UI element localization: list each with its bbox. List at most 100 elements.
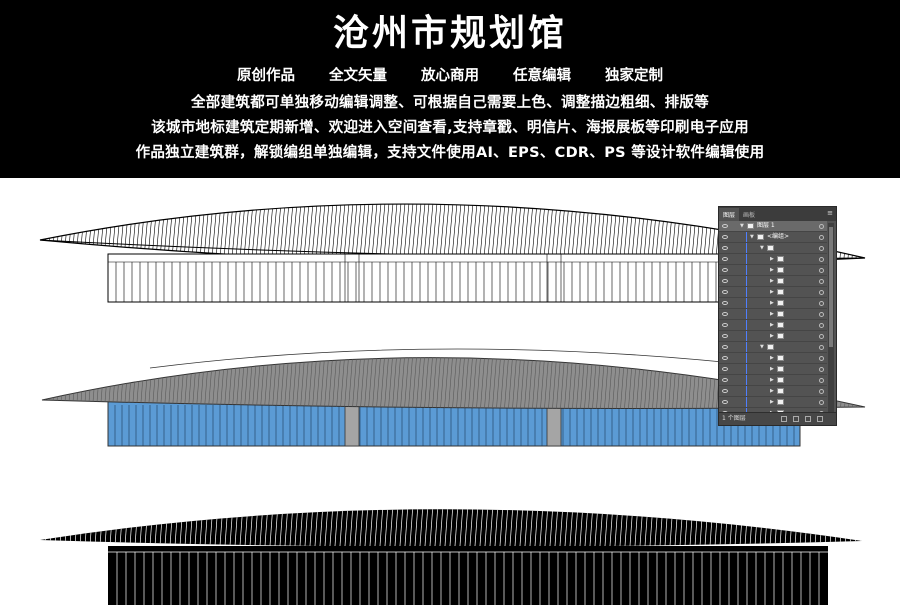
layer-row[interactable]: ▼ — [719, 243, 827, 254]
building-drawings — [18, 178, 880, 605]
roof-rib — [459, 357, 469, 409]
layer-row[interactable]: ▶ — [719, 320, 827, 331]
collapse-arrow-icon[interactable]: ▶ — [770, 256, 774, 262]
roof-rib — [535, 357, 545, 409]
collapse-arrow-icon[interactable]: ▶ — [770, 388, 774, 394]
eye-icon[interactable] — [722, 290, 728, 294]
target-icon[interactable] — [819, 290, 824, 295]
roof-rib — [53, 204, 65, 265]
eye-icon[interactable] — [722, 246, 728, 250]
collapse-arrow-icon[interactable]: ▶ — [770, 377, 774, 383]
roof-rib — [353, 509, 361, 547]
expand-arrow-icon[interactable]: ▼ — [760, 344, 764, 350]
target-icon[interactable] — [819, 323, 824, 328]
target-icon[interactable] — [819, 356, 824, 361]
roof-rib — [403, 357, 413, 409]
layer-row[interactable]: ▶ — [719, 397, 827, 408]
roof-rib — [58, 509, 66, 547]
target-icon[interactable] — [819, 246, 824, 251]
target-icon[interactable] — [819, 279, 824, 284]
eye-icon[interactable] — [722, 235, 728, 239]
eye-icon[interactable] — [722, 257, 728, 261]
collapse-arrow-icon[interactable]: ▶ — [770, 366, 774, 372]
layer-row[interactable]: ▶ — [719, 353, 827, 364]
collapse-arrow-icon[interactable]: ▶ — [770, 278, 774, 284]
target-icon[interactable] — [819, 224, 824, 229]
collapse-arrow-icon[interactable]: ▶ — [770, 311, 774, 317]
clipping-mask-icon[interactable] — [793, 416, 799, 422]
expand-arrow-icon[interactable]: ▼ — [760, 245, 764, 251]
locate-object-icon[interactable] — [781, 416, 787, 422]
roof-rib — [18, 178, 28, 280]
eye-icon[interactable] — [722, 334, 728, 338]
roof-rib — [488, 509, 496, 547]
roof-rib — [872, 312, 880, 415]
trash-icon[interactable] — [817, 416, 823, 422]
roof-rib — [26, 178, 36, 280]
panel-scrollbar[interactable] — [828, 223, 834, 413]
eye-icon[interactable] — [722, 301, 728, 305]
roof-rib — [463, 509, 471, 547]
layer-row[interactable]: ▼ — [719, 342, 827, 353]
target-icon[interactable] — [819, 235, 824, 240]
eye-icon[interactable] — [722, 389, 728, 393]
target-icon[interactable] — [819, 400, 824, 405]
eye-icon[interactable] — [722, 268, 728, 272]
eye-icon[interactable] — [722, 224, 728, 228]
collapse-arrow-icon[interactable]: ▶ — [770, 333, 774, 339]
eye-icon[interactable] — [722, 356, 728, 360]
target-icon[interactable] — [819, 312, 824, 317]
roof-rib — [308, 509, 316, 547]
new-sublayer-icon[interactable] — [805, 416, 811, 422]
tab-artboards[interactable]: 画板 — [743, 212, 756, 219]
target-icon[interactable] — [819, 345, 824, 350]
layer-row[interactable]: ▶ — [719, 265, 827, 276]
collapse-arrow-icon[interactable]: ▶ — [770, 300, 774, 306]
layer-count: 1 个图层 — [722, 415, 746, 422]
collapse-arrow-icon[interactable]: ▶ — [770, 399, 774, 405]
eye-icon[interactable] — [722, 312, 728, 316]
layer-row[interactable]: ▶ — [719, 276, 827, 287]
layer-thumbnail — [777, 267, 784, 273]
roof-rib — [861, 204, 865, 265]
eye-icon[interactable] — [722, 279, 728, 283]
roof-rib — [443, 357, 453, 409]
collapse-arrow-icon[interactable]: ▶ — [770, 289, 774, 295]
layer-row[interactable]: ▶ — [719, 386, 827, 397]
eye-icon[interactable] — [722, 400, 728, 404]
layer-row[interactable]: ▶ — [719, 298, 827, 309]
eye-icon[interactable] — [722, 367, 728, 371]
eye-icon[interactable] — [722, 345, 728, 349]
eye-icon[interactable] — [722, 323, 728, 327]
target-icon[interactable] — [819, 367, 824, 372]
expand-arrow-icon[interactable]: ▼ — [750, 234, 754, 240]
collapse-arrow-icon[interactable]: ▶ — [770, 267, 774, 273]
roof-rib — [383, 357, 393, 409]
collapse-arrow-icon[interactable]: ▶ — [770, 322, 774, 328]
target-icon[interactable] — [819, 378, 824, 383]
layer-row[interactable]: ▶ — [719, 375, 827, 386]
collapse-arrow-icon[interactable]: ▶ — [770, 355, 774, 361]
layer-row[interactable]: ▼ 图层 1 — [719, 221, 827, 232]
roof-rib — [28, 312, 36, 415]
roof-rib — [323, 357, 333, 409]
layer-row[interactable]: ▶ — [719, 364, 827, 375]
layer-row[interactable]: ▶ — [719, 254, 827, 265]
tab-layers[interactable]: 图层 — [719, 208, 740, 221]
scrollbar-thumb[interactable] — [829, 227, 833, 347]
layer-row[interactable]: ▼ <编组> — [719, 232, 827, 243]
target-icon[interactable] — [819, 334, 824, 339]
target-icon[interactable] — [819, 389, 824, 394]
layer-row[interactable]: ▶ — [719, 287, 827, 298]
target-icon[interactable] — [819, 301, 824, 306]
roof-rib — [588, 509, 596, 547]
eye-icon[interactable] — [722, 378, 728, 382]
layer-row[interactable]: ▶ — [719, 309, 827, 320]
target-icon[interactable] — [819, 257, 824, 262]
expand-arrow-icon[interactable]: ▼ — [740, 223, 744, 229]
page-title: 沧州市规划馆 — [332, 13, 567, 54]
layer-row[interactable]: ▶ — [719, 331, 827, 342]
target-icon[interactable] — [819, 268, 824, 273]
layer-thumbnail — [777, 278, 784, 284]
panel-menu-icon[interactable]: ≡ — [827, 209, 833, 217]
